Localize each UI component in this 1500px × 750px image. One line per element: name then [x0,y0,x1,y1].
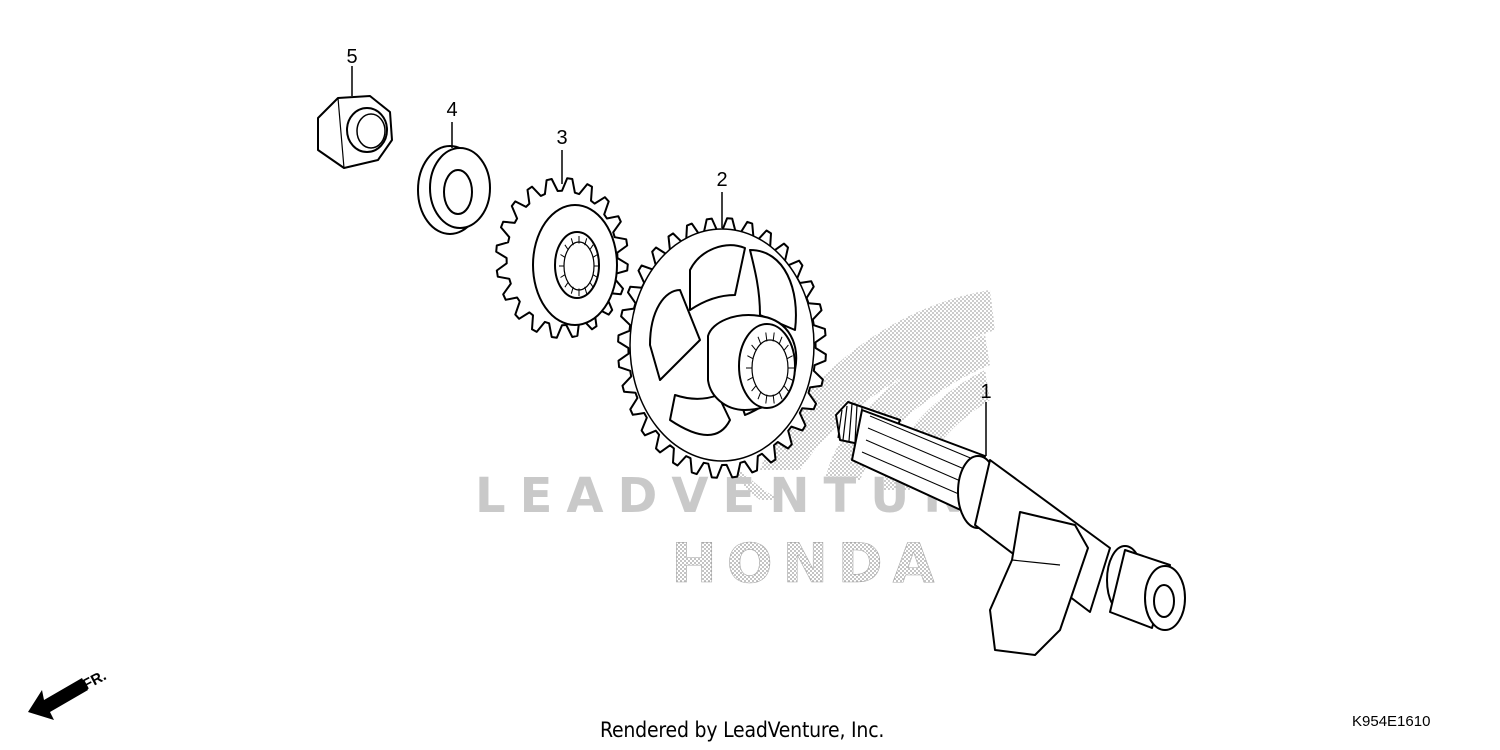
flat-washer-icon[interactable] [417,145,491,235]
rendered-by-credit: Rendered by LeadVenture, Inc. [600,718,885,742]
kickstarter-spindle-icon[interactable] [835,401,1186,656]
spline-tooth [570,286,574,294]
spline-tooth [772,332,775,342]
spline-tooth [589,244,594,251]
spline-tooth [747,376,754,381]
hex-nut-icon[interactable] [317,95,393,169]
callout-number-1: 1 [980,381,991,403]
spline-tooth [560,254,566,258]
spline-tooth [592,254,598,258]
front-arrow-icon: FR. [28,667,109,720]
spline-tooth [786,355,793,360]
spline-tooth [584,286,588,294]
spline-tooth [757,391,762,400]
diagram-code: K954E1610 [1352,713,1431,730]
spline-tooth [786,376,793,381]
spline-tooth [589,281,594,288]
spline-tooth [564,281,569,288]
spline-tooth [778,391,783,400]
spline-tooth [751,344,757,351]
spline-tooth [592,274,598,278]
spline-tooth [778,336,783,345]
callout-number-2: 2 [716,169,727,191]
spline-tooth [570,238,574,246]
large-spur-gear-icon[interactable] [617,217,827,479]
spline-tooth [772,394,775,404]
spline-tooth [757,336,762,345]
callout-number-4: 4 [446,99,457,121]
callout-number-5: 5 [346,46,357,68]
spline-tooth [564,244,569,251]
small-spur-gear-icon[interactable] [495,177,629,339]
spline-tooth [751,385,757,392]
spline-tooth [765,332,768,342]
spline-tooth [560,274,566,278]
spline-tooth [747,355,754,360]
spline-tooth [783,344,789,351]
spline-tooth [783,385,789,392]
spline-tooth [765,394,768,404]
spline-tooth [584,238,588,246]
honda-watermark: HONDA [672,532,945,595]
callout-number-3: 3 [556,127,567,149]
